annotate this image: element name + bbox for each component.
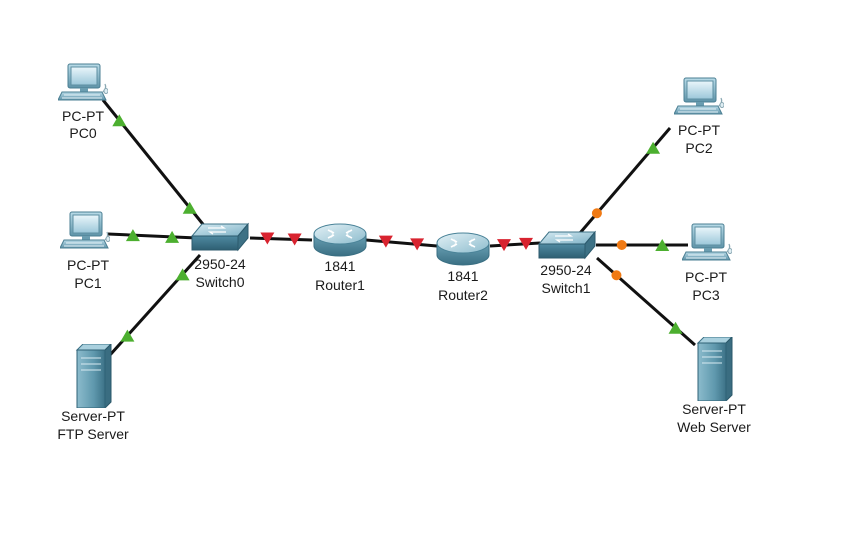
- pc-icon: [60, 211, 110, 249]
- port-status-down-marker: [519, 237, 533, 250]
- port-status-down-marker: [378, 235, 393, 248]
- device-model-label: PC-PT: [678, 122, 720, 138]
- link-sw1-pc2[interactable]: [578, 127, 672, 234]
- device-model-label: 1841: [447, 268, 478, 284]
- device-name-label: Router2: [438, 287, 488, 303]
- device-model-label: 1841: [324, 258, 355, 274]
- link-sw0-r1[interactable]: [249, 236, 313, 242]
- port-status-markers: [112, 114, 683, 342]
- server-icon: [697, 337, 733, 401]
- port-status-up-marker: [668, 321, 683, 334]
- port-status-up-marker: [182, 201, 197, 214]
- port-status-up-marker: [112, 114, 127, 127]
- link-r1-r2[interactable]: [365, 238, 438, 248]
- port-status-up-marker: [120, 329, 135, 342]
- switch-icon: [538, 231, 596, 259]
- device-router1[interactable]: 1841 Router1: [313, 223, 367, 293]
- link-pc1-sw0[interactable]: [107, 232, 198, 240]
- device-pc0[interactable]: PC-PT PC0: [58, 63, 108, 141]
- port-status-up-marker: [655, 239, 670, 251]
- port-status-pending-marker: [611, 270, 622, 281]
- router-icon: [436, 232, 490, 266]
- switch-icon: [191, 223, 249, 251]
- device-name-label: PC0: [69, 125, 96, 141]
- device-model-label: Server-PT: [61, 408, 125, 424]
- pc-icon: [674, 77, 724, 115]
- port-status-up-marker: [175, 268, 190, 281]
- links-layer: [101, 99, 696, 357]
- device-model-label: 2950-24: [194, 256, 246, 272]
- port-status-down-marker: [260, 232, 275, 245]
- port-status-down-marker: [497, 239, 511, 252]
- device-model-label: 2950-24: [540, 262, 592, 278]
- device-name-label: Web Server: [677, 419, 751, 435]
- device-router2[interactable]: 1841 Router2: [436, 232, 490, 303]
- device-pc2[interactable]: PC-PT PC2: [674, 77, 724, 156]
- device-ftp-server[interactable]: Server-PT FTP Server: [57, 344, 129, 442]
- device-name-label: FTP Server: [57, 426, 129, 442]
- port-status-up-marker: [646, 141, 661, 154]
- device-switch0[interactable]: 2950-24 Switch0: [191, 223, 249, 290]
- router-icon: [313, 223, 367, 257]
- port-status-up-marker: [165, 230, 180, 243]
- port-status-down-marker: [287, 233, 302, 246]
- link-r2-sw1[interactable]: [489, 241, 541, 248]
- device-name-label: Switch1: [541, 280, 590, 296]
- server-icon: [76, 344, 112, 408]
- port-status-up-marker: [125, 229, 140, 242]
- device-name-label: Switch0: [195, 274, 244, 290]
- device-model-label: PC-PT: [685, 269, 727, 285]
- device-pc3[interactable]: PC-PT PC3: [682, 223, 732, 303]
- device-model-label: PC-PT: [62, 108, 104, 124]
- device-web-server[interactable]: Server-PT Web Server: [677, 337, 751, 435]
- pc-icon: [682, 223, 732, 261]
- port-status-down-marker: [410, 238, 425, 251]
- device-name-label: PC2: [685, 140, 712, 156]
- device-name-label: PC1: [74, 275, 101, 291]
- device-pc1[interactable]: PC-PT PC1: [60, 211, 110, 291]
- port-status-pending-marker: [591, 208, 602, 219]
- device-name-label: PC3: [692, 287, 719, 303]
- pc-icon: [58, 63, 108, 101]
- device-model-label: Server-PT: [682, 401, 746, 417]
- device-model-label: PC-PT: [67, 257, 109, 273]
- device-switch1[interactable]: 2950-24 Switch1: [538, 231, 596, 296]
- port-status-pending-marker: [616, 240, 627, 250]
- device-name-label: Router1: [315, 277, 365, 293]
